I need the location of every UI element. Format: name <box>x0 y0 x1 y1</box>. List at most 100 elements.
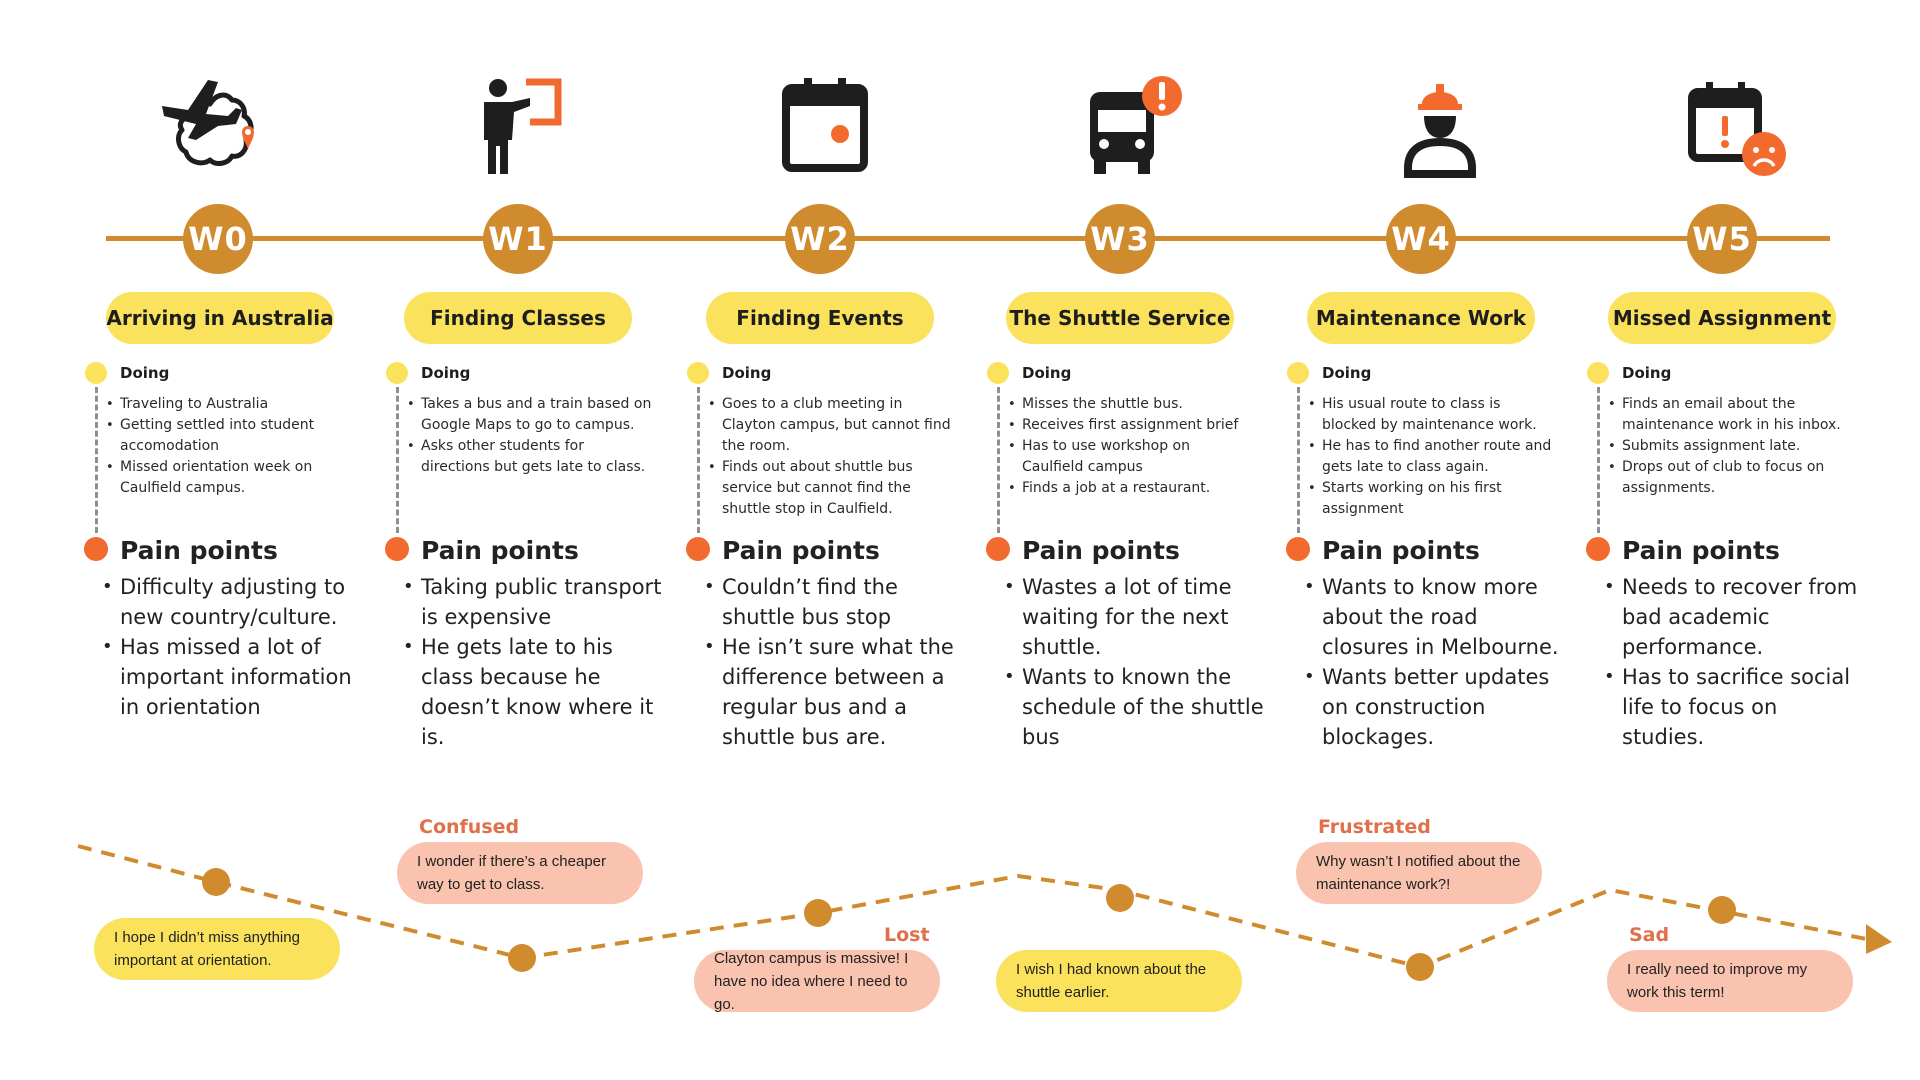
doing-marker <box>687 362 709 384</box>
list-item: Has to sacrifice social life to focus on… <box>1604 662 1866 752</box>
list-item: Has missed a lot of important informatio… <box>102 632 364 722</box>
doing-list: Goes to a club meeting in Clayton campus… <box>708 394 954 520</box>
person-at-board-icon <box>466 70 576 180</box>
curve-point <box>1106 884 1134 912</box>
pain-points-list: Wants to know more about the road closur… <box>1304 572 1566 752</box>
list-item: Wastes a lot of time waiting for the nex… <box>1004 572 1266 662</box>
emotion-label-lost: Lost <box>884 924 930 946</box>
calendar-sad-alert-icon <box>1682 70 1792 180</box>
pain-marker <box>1586 537 1610 561</box>
stage-title-missed-assignment: Missed Assignment <box>1608 292 1836 344</box>
pain-points-list: Couldn’t find the shuttle bus stop He is… <box>704 572 966 752</box>
week-marker-w2: W2 <box>785 204 855 274</box>
thought-bubble: I wonder if there’s a cheaper way to get… <box>397 842 643 904</box>
doing-marker <box>987 362 1009 384</box>
list-item: Wants to know more about the road closur… <box>1304 572 1566 662</box>
pain-points-heading: Pain points <box>1322 536 1480 565</box>
stage-title-maintenance-work: Maintenance Work <box>1307 292 1535 344</box>
bus-alert-icon <box>1078 70 1188 180</box>
doing-list: Finds an email about the maintenance wor… <box>1608 394 1854 499</box>
doing-heading: Doing <box>1622 364 1672 382</box>
pain-points-list: Needs to recover from bad academic perfo… <box>1604 572 1866 752</box>
doing-heading: Doing <box>722 364 772 382</box>
thought-bubble: I hope I didn’t miss anything important … <box>94 918 340 980</box>
thought-bubble: I really need to improve my work this te… <box>1607 950 1853 1012</box>
list-item: He gets late to his class because he doe… <box>403 632 665 752</box>
list-item: Wants to known the schedule of the shutt… <box>1004 662 1266 752</box>
week-marker-w5: W5 <box>1687 204 1757 274</box>
list-item: Goes to a club meeting in Clayton campus… <box>708 394 954 457</box>
pain-points-list: Wastes a lot of time waiting for the nex… <box>1004 572 1266 752</box>
list-item: Getting settled into student accomodatio… <box>106 415 352 457</box>
doing-list: Traveling to Australia Getting settled i… <box>106 394 352 499</box>
construction-worker-icon <box>1386 70 1496 180</box>
list-item: Difficulty adjusting to new country/cult… <box>102 572 364 632</box>
curve-point <box>1406 953 1434 981</box>
emotion-label-frustrated: Frustrated <box>1318 816 1431 838</box>
emotion-label-confused: Confused <box>419 816 520 838</box>
emotion-label-sad: Sad <box>1629 924 1670 946</box>
curve-point <box>508 944 536 972</box>
dashed-connector <box>396 387 399 533</box>
list-item: Needs to recover from bad academic perfo… <box>1604 572 1866 662</box>
calendar-icon <box>770 70 880 180</box>
doing-heading: Doing <box>1022 364 1072 382</box>
pain-marker <box>385 537 409 561</box>
curve-point <box>804 899 832 927</box>
list-item: Finds an email about the maintenance wor… <box>1608 394 1854 436</box>
doing-marker <box>1587 362 1609 384</box>
stage-title-finding-events: Finding Events <box>706 292 934 344</box>
pain-marker <box>986 537 1010 561</box>
doing-heading: Doing <box>120 364 170 382</box>
stage-title-arriving: Arriving in Australia <box>106 292 334 344</box>
list-item: Taking public transport is expensive <box>403 572 665 632</box>
thought-bubble: I wish I had known about the shuttle ear… <box>996 950 1242 1012</box>
pain-points-heading: Pain points <box>1622 536 1780 565</box>
pain-points-list: Taking public transport is expensive He … <box>403 572 665 752</box>
doing-list: Misses the shuttle bus. Receives first a… <box>1008 394 1254 499</box>
list-item: He isn’t sure what the difference betwee… <box>704 632 966 752</box>
doing-heading: Doing <box>421 364 471 382</box>
list-item: Finds a job at a restaurant. <box>1008 478 1254 499</box>
curve-point <box>1708 896 1736 924</box>
week-marker-w4: W4 <box>1386 204 1456 274</box>
doing-heading: Doing <box>1322 364 1372 382</box>
dashed-connector <box>1297 387 1300 533</box>
thought-bubble: Clayton campus is massive! I have no ide… <box>694 950 940 1013</box>
list-item: Misses the shuttle bus. <box>1008 394 1254 415</box>
list-item: Takes a bus and a train based on Google … <box>407 394 653 436</box>
stage-title-shuttle-service: The Shuttle Service <box>1006 292 1234 344</box>
list-item: Traveling to Australia <box>106 394 352 415</box>
dashed-connector <box>997 387 1000 533</box>
arrowhead-icon <box>1866 924 1892 954</box>
week-marker-w1: W1 <box>483 204 553 274</box>
pain-marker <box>1286 537 1310 561</box>
dashed-connector <box>1597 387 1600 533</box>
list-item: Wants better updates on construction blo… <box>1304 662 1566 752</box>
doing-list: His usual route to class is blocked by m… <box>1308 394 1554 520</box>
list-item: Finds out about shuttle bus service but … <box>708 457 954 520</box>
list-item: Has to use workshop on Caulfield campus <box>1008 436 1254 478</box>
doing-marker <box>386 362 408 384</box>
pain-marker <box>686 537 710 561</box>
list-item: Receives first assignment brief <box>1008 415 1254 436</box>
stage-title-finding-classes: Finding Classes <box>404 292 632 344</box>
doing-list: Takes a bus and a train based on Google … <box>407 394 653 478</box>
thought-bubble: Why wasn’t I notified about the maintena… <box>1296 842 1542 904</box>
curve-point <box>202 868 230 896</box>
pain-points-heading: Pain points <box>722 536 880 565</box>
list-item: He has to find another route and gets la… <box>1308 436 1554 478</box>
list-item: Submits assignment late. <box>1608 436 1854 457</box>
list-item: Missed orientation week on Caulfield cam… <box>106 457 352 499</box>
week-marker-w0: W0 <box>183 204 253 274</box>
pain-points-list: Difficulty adjusting to new country/cult… <box>102 572 364 722</box>
pain-marker <box>84 537 108 561</box>
list-item: Drops out of club to focus on assignment… <box>1608 457 1854 499</box>
dashed-connector <box>697 387 700 533</box>
dashed-connector <box>95 387 98 533</box>
doing-marker <box>1287 362 1309 384</box>
doing-marker <box>85 362 107 384</box>
list-item: Couldn’t find the shuttle bus stop <box>704 572 966 632</box>
plane-over-australia-map-icon <box>158 70 268 180</box>
pain-points-heading: Pain points <box>1022 536 1180 565</box>
